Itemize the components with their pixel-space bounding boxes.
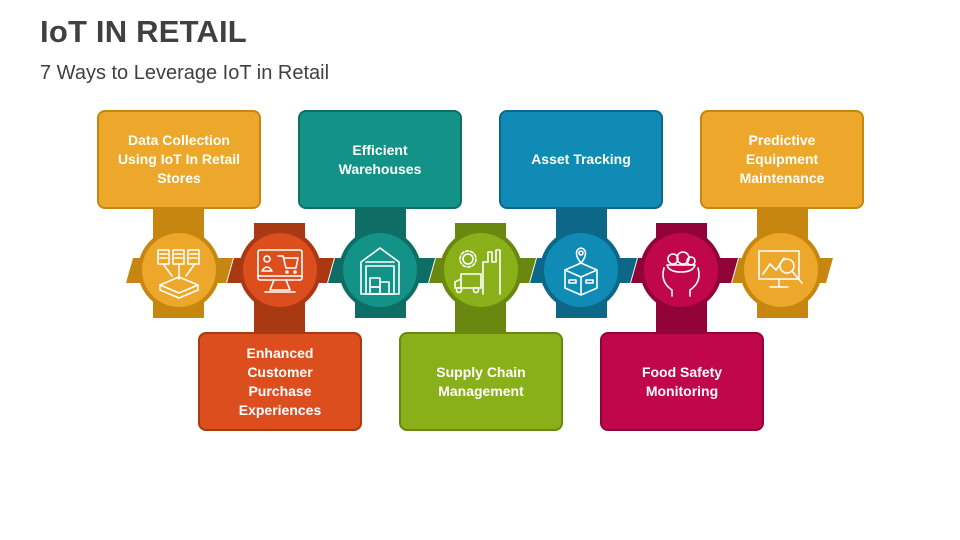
item-box-data-collection: Data Collection Using IoT In Retail Stor… — [97, 110, 261, 209]
circle-4 — [440, 229, 522, 311]
predictive-maintenance-icon — [758, 250, 803, 288]
circle-5 — [540, 229, 622, 311]
supply-chain-icon — [454, 249, 501, 295]
warehouse-icon — [360, 247, 400, 295]
food-safety-icon — [662, 251, 700, 297]
item-box-asset-tracking: Asset Tracking — [499, 110, 663, 209]
item-box-predictive-maintenance: Predictive Equipment Maintenance — [700, 110, 864, 209]
item-label: Asset Tracking — [531, 151, 631, 167]
asset-tracking-icon — [564, 247, 598, 296]
page-title: IoT IN RETAIL — [40, 14, 247, 49]
item-label: Efficient Warehouses — [338, 141, 422, 177]
item-box-efficient-warehouses: Efficient Warehouses — [298, 110, 462, 209]
item-label: Predictive Equipment Maintenance — [739, 132, 825, 186]
item-box-food-safety: Food Safety Monitoring — [600, 332, 764, 431]
item-label: Supply Chain Management — [436, 363, 526, 399]
circle-2 — [239, 229, 321, 311]
online-shopping-icon — [257, 249, 303, 293]
circle-3 — [339, 229, 421, 311]
item-label: Data Collection Using IoT In Retail Stor… — [117, 132, 241, 186]
circle-6 — [640, 229, 722, 311]
item-label: Food Safety Monitoring — [641, 363, 723, 399]
item-box-customer-experience: Enhanced Customer Purchase Experiences — [198, 332, 362, 431]
item-label: Enhanced Customer Purchase Experiences — [238, 344, 322, 418]
item-box-supply-chain: Supply Chain Management — [399, 332, 563, 431]
data-collection-icon — [157, 249, 200, 299]
page-subtitle: 7 Ways to Leverage IoT in Retail — [40, 62, 330, 84]
